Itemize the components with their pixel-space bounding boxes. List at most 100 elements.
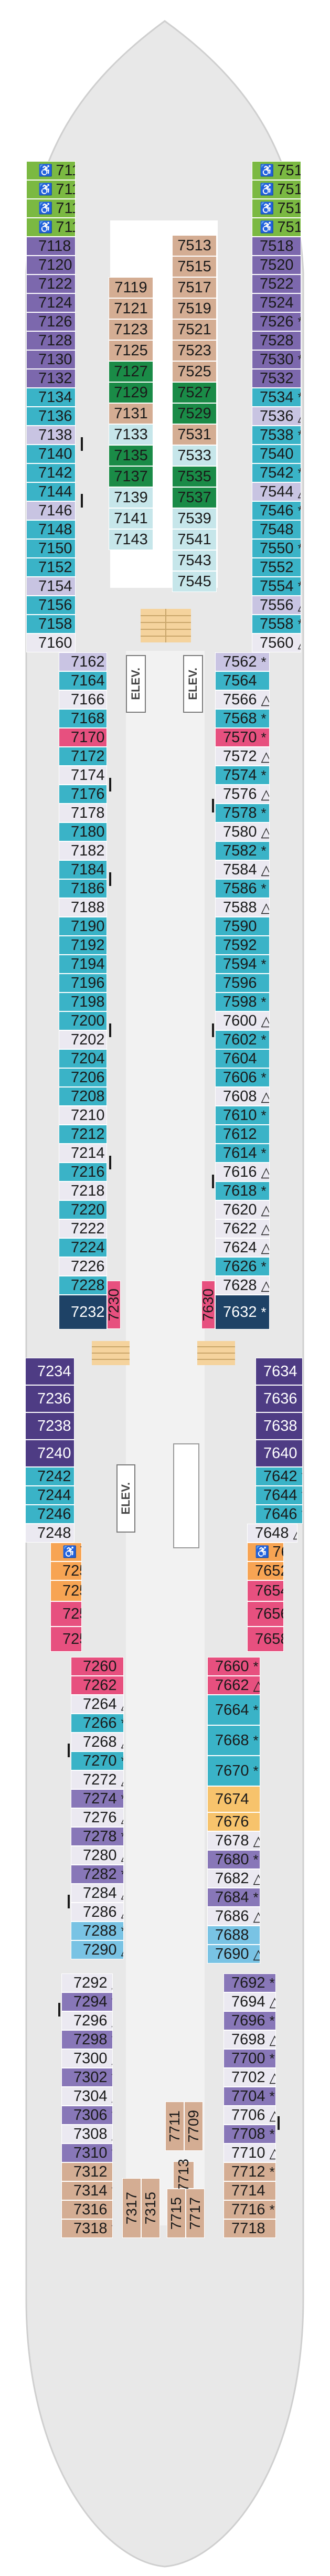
cabin-7238[interactable]: 7238 — [25, 1412, 74, 1440]
cabin-7120[interactable]: 7120 — [26, 256, 76, 275]
cabin-7542[interactable]: 7542* — [252, 463, 301, 482]
cabin-7692[interactable]: 7692* — [223, 1973, 276, 1992]
cabin-7270[interactable]: 7270* — [71, 1751, 124, 1770]
cabin-7188[interactable]: 7188△ — [59, 898, 107, 917]
cabin-7566[interactable]: 7566△ — [215, 690, 270, 709]
cabin-7513[interactable]: 7513 — [172, 235, 217, 256]
cabin-7652[interactable]: 7652 — [247, 1561, 284, 1580]
cabin-7521[interactable]: 7521 — [172, 319, 217, 340]
cabin-7315[interactable]: 7315 — [141, 2178, 160, 2238]
cabin-7214[interactable]: 7214△ — [59, 1144, 107, 1163]
cabin-7680[interactable]: 7680* — [207, 1850, 260, 1869]
cabin-7537[interactable]: 7537 — [172, 487, 217, 508]
cabin-7230[interactable]: 7230 — [105, 1281, 122, 1329]
cabin-7580[interactable]: 7580△ — [215, 822, 270, 841]
cabin-7180[interactable]: 7180* — [59, 822, 107, 841]
cabin-7174[interactable]: 7174△ — [59, 766, 107, 785]
cabin-7226[interactable]: 7226△ — [59, 1257, 107, 1276]
cabin-7536[interactable]: 7536△ — [252, 407, 301, 426]
cabin-7124[interactable]: 7124 — [26, 293, 76, 312]
cabin-7572[interactable]: 7572△ — [215, 747, 270, 766]
cabin-7660[interactable]: 7660* — [207, 1657, 260, 1676]
cabin-7234[interactable]: 7234 — [25, 1358, 74, 1385]
cabin-7517[interactable]: 7517 — [172, 277, 217, 298]
cabin-7612[interactable]: 7612 — [215, 1125, 270, 1144]
cabin-7610[interactable]: 7610* — [215, 1106, 270, 1125]
cabin-7280[interactable]: 7280△ — [71, 1846, 124, 1865]
cabin-7254[interactable]: 7254 — [50, 1580, 82, 1601]
cabin-7518[interactable]: 7518 — [252, 237, 301, 256]
cabin-7584[interactable]: 7584△ — [215, 860, 270, 879]
cabin-7152[interactable]: 7152 — [26, 558, 76, 577]
cabin-7602[interactable]: 7602* — [215, 1030, 270, 1049]
cabin-7568[interactable]: 7568* — [215, 709, 270, 728]
cabin-7546[interactable]: 7546* — [252, 501, 301, 520]
cabin-7272[interactable]: 7272△ — [71, 1770, 124, 1789]
cabin-7688[interactable]: 7688 — [207, 1926, 260, 1945]
cabin-7170[interactable]: 7170△ — [59, 728, 107, 747]
cabin-7664[interactable]: 7664* — [207, 1695, 260, 1725]
cabin-7186[interactable]: 7186* — [59, 879, 107, 898]
cabin-7626[interactable]: 7626* — [215, 1257, 270, 1276]
cabin-7684[interactable]: 7684* — [207, 1888, 260, 1907]
cabin-7662[interactable]: 7662△ — [207, 1676, 260, 1695]
cabin-7632[interactable]: 7632* — [215, 1295, 270, 1329]
cabin-7242[interactable]: 7242* — [25, 1467, 74, 1486]
cabin-7648[interactable]: 7648△ — [247, 1524, 297, 1543]
cabin-7676[interactable]: 7676 — [207, 1812, 260, 1831]
cabin-7562[interactable]: 7562* — [215, 652, 270, 671]
cabin-7706[interactable]: 7706△ — [223, 2106, 276, 2125]
cabin-7142[interactable]: 7142 — [26, 463, 76, 482]
cabin-7208[interactable]: 7208* — [59, 1087, 107, 1106]
cabin-7712[interactable]: 7712* — [223, 2162, 276, 2181]
cabin-7206[interactable]: 7206 — [59, 1068, 107, 1087]
cabin-7529[interactable]: 7529 — [172, 403, 217, 424]
cabin-7144[interactable]: 7144* — [26, 482, 76, 501]
cabin-7554[interactable]: 7554* — [252, 577, 301, 596]
cabin-7264[interactable]: 7264△ — [71, 1695, 124, 1714]
cabin-7614[interactable]: 7614* — [215, 1144, 270, 1163]
cabin-7240[interactable]: 7240 — [25, 1440, 74, 1467]
cabin-7119[interactable]: 7119 — [109, 277, 153, 298]
cabin-7686[interactable]: 7686△ — [207, 1907, 260, 1926]
cabin-7576[interactable]: 7576△ — [215, 785, 270, 804]
cabin-7266[interactable]: 7266* — [71, 1714, 124, 1733]
cabin-7552[interactable]: 7552 — [252, 558, 301, 577]
cabin-7556[interactable]: 7556△ — [252, 596, 301, 615]
cabin-7236[interactable]: 7236 — [25, 1385, 74, 1412]
cabin-7646[interactable]: 7646* — [256, 1505, 303, 1524]
cabin-7310[interactable]: 7310* — [61, 2144, 113, 2162]
cabin-7308[interactable]: 7308△ — [61, 2125, 113, 2144]
cabin-7316[interactable]: 7316 — [61, 2200, 113, 2219]
cabin-7558[interactable]: 7558* — [252, 615, 301, 634]
cabin-7682[interactable]: 7682△ — [207, 1869, 260, 1888]
cabin-7160[interactable]: 7160△ — [26, 634, 76, 652]
cabin-7212[interactable]: 7212* — [59, 1125, 107, 1144]
cabin-7634[interactable]: 7634 — [256, 1358, 303, 1385]
cabin-7700[interactable]: 7700* — [223, 2049, 276, 2068]
cabin-7548[interactable]: 7548 — [252, 520, 301, 539]
cabin-7718[interactable]: 7718 — [223, 2219, 276, 2238]
cabin-7640[interactable]: 7640 — [256, 1440, 303, 1467]
cabin-7168[interactable]: 7168* — [59, 709, 107, 728]
cabin-7136[interactable]: 7136* — [26, 407, 76, 426]
cabin-7190[interactable]: 7190 — [59, 917, 107, 936]
cabin-7544[interactable]: 7544△ — [252, 482, 301, 501]
cabin-7578[interactable]: 7578* — [215, 804, 270, 822]
cabin-7248[interactable]: 7248△ — [25, 1524, 74, 1543]
cabin-7709[interactable]: 7709 — [184, 2102, 203, 2151]
cabin-7282[interactable]: 7282* — [71, 1865, 124, 1884]
cabin-7268[interactable]: 7268△ — [71, 1733, 124, 1751]
cabin-7638[interactable]: 7638 — [256, 1412, 303, 1440]
cabin-7286[interactable]: 7286△ — [71, 1903, 124, 1922]
cabin-7166[interactable]: 7166△ — [59, 690, 107, 709]
cabin-7114[interactable]: ♿7114 — [26, 199, 76, 218]
cabin-7716[interactable]: 7716* — [223, 2200, 276, 2219]
cabin-7288[interactable]: 7288* — [71, 1922, 124, 1940]
cabin-7694[interactable]: 7694△ — [223, 1992, 276, 2011]
cabin-7200[interactable]: 7200* — [59, 1011, 107, 1030]
cabin-7515[interactable]: 7515 — [172, 256, 217, 277]
cabin-7545[interactable]: 7545 — [172, 571, 217, 592]
cabin-7540[interactable]: 7540 — [252, 445, 301, 463]
cabin-7616[interactable]: 7616△ — [215, 1163, 270, 1181]
